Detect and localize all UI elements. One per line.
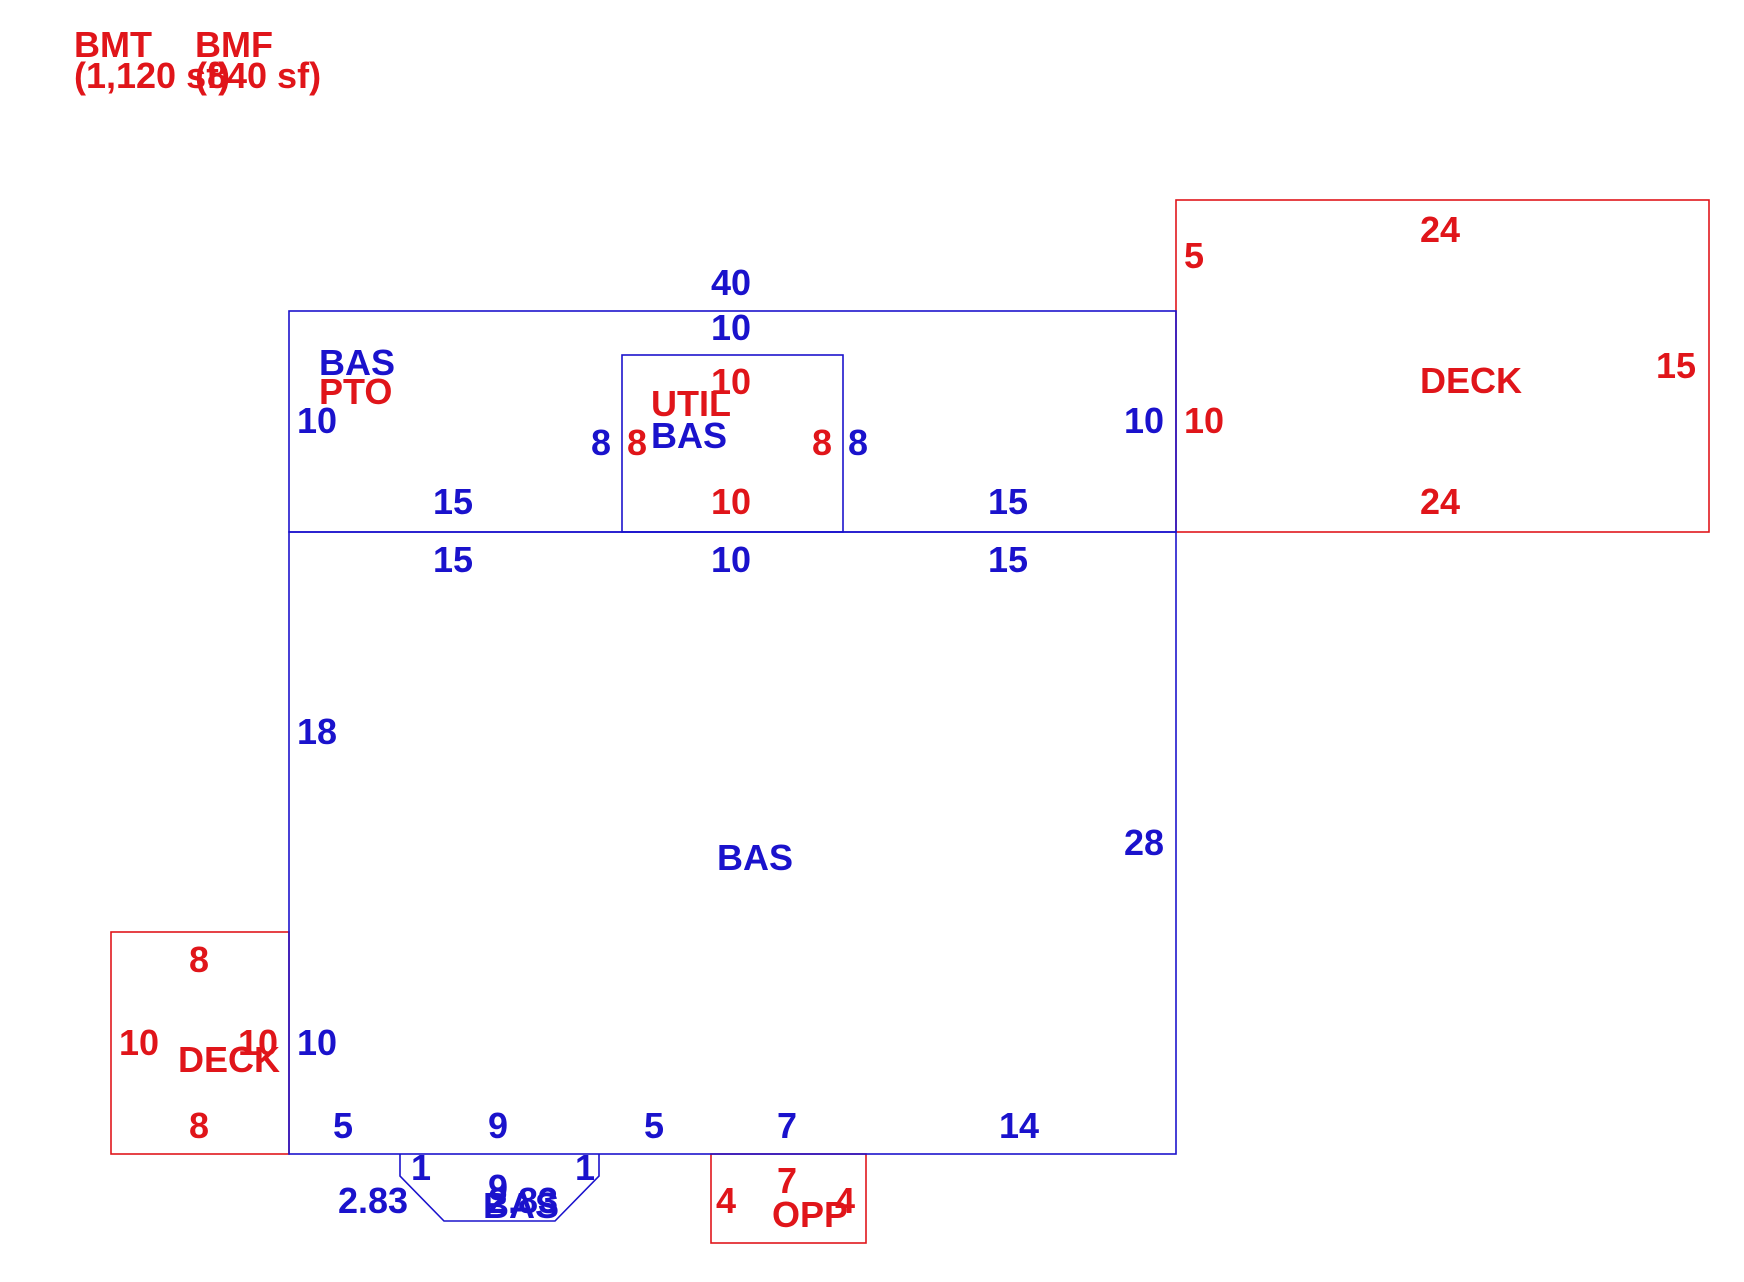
dim-bottom-5-b: 5: [644, 1105, 664, 1146]
bay-window-outline: [399, 1154, 600, 1222]
dim-opp-4-left: 4: [716, 1180, 736, 1221]
area-label-bas-bay: BAS: [483, 1185, 559, 1226]
dim-deck-right-15: 15: [1656, 345, 1696, 386]
dim-util-bottom-10: 10: [711, 481, 751, 522]
dim-upper-bottom-15-right: 15: [988, 481, 1028, 522]
area-label-bas-main: BAS: [717, 837, 793, 878]
dim-deck-right-24-top: 24: [1420, 209, 1460, 250]
dim-deck-left-8-bottom: 8: [189, 1105, 209, 1146]
area-label-deck-left: DECK: [178, 1039, 280, 1080]
dim-util-left-outer-8: 8: [591, 422, 611, 463]
bmt-label: BMT: [74, 24, 152, 65]
dim-opp-7: 7: [777, 1160, 797, 1201]
dim-deck-right-24-bottom: 24: [1420, 481, 1460, 522]
dim-upper-right-10: 10: [1124, 400, 1164, 441]
dim-main-top-10: 10: [711, 539, 751, 580]
dim-util-top-10: 10: [711, 361, 751, 402]
dim-bottom-9: 9: [488, 1105, 508, 1146]
dim-deck-left-10-left: 10: [119, 1022, 159, 1063]
dim-opp-4-right: 4: [835, 1180, 855, 1221]
dim-upper-left-10: 10: [297, 400, 337, 441]
dim-deck-right-5: 5: [1184, 235, 1204, 276]
area-label-bas-util: BAS: [651, 415, 727, 456]
dim-deck-left-10-right: 10: [238, 1022, 278, 1063]
dim-util-right-outer-8: 8: [848, 422, 868, 463]
bmf-area: (840 sf): [195, 55, 321, 96]
dim-util-left-inner-8: 8: [627, 422, 647, 463]
dim-main-right-28: 28: [1124, 822, 1164, 863]
area-label-deck-right: DECK: [1420, 360, 1522, 401]
dim-main-top-15-left: 15: [433, 539, 473, 580]
dim-bottom-14: 14: [999, 1105, 1039, 1146]
dim-main-left-10: 10: [297, 1022, 337, 1063]
area-label-pto: PTO: [319, 371, 392, 412]
dim-bay-2-83-overlap: 2.83: [488, 1180, 558, 1221]
bmf-label: BMF: [195, 24, 273, 65]
dim-top-40: 40: [711, 262, 751, 303]
dim-main-left-18: 18: [297, 711, 337, 752]
dim-deck-right-10: 10: [1184, 400, 1224, 441]
area-label-opp: OPP: [772, 1194, 848, 1235]
area-label-util: UTIL: [651, 383, 731, 424]
dim-deck-left-8-top: 8: [189, 939, 209, 980]
bas-main-outline: [288, 531, 1177, 1155]
area-label-bas-upper: BAS: [319, 342, 395, 383]
dim-upper-bottom-15-left: 15: [433, 481, 473, 522]
dim-bottom-7: 7: [777, 1105, 797, 1146]
dim-bay-1-right: 1: [575, 1147, 595, 1188]
bmt-area: (1,120 sf): [74, 55, 230, 96]
dim-util-right-inner-8: 8: [812, 422, 832, 463]
dim-bay-diag-2-83: 2.83: [338, 1180, 408, 1221]
dim-upper-top-10: 10: [711, 307, 751, 348]
dim-main-top-15-right: 15: [988, 539, 1028, 580]
dim-bay-9: 9: [488, 1167, 508, 1208]
dim-bottom-5-a: 5: [333, 1105, 353, 1146]
dim-bay-1-left: 1: [411, 1147, 431, 1188]
